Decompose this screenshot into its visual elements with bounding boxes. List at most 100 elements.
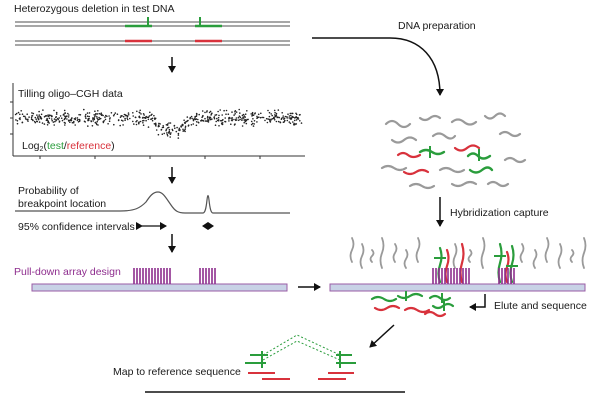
cgh-point <box>197 121 200 124</box>
cgh-point <box>251 115 253 117</box>
cgh-point <box>198 113 200 116</box>
fragment-green <box>468 166 494 174</box>
cgh-point <box>193 118 196 120</box>
cgh-point <box>280 118 283 120</box>
cgh-point <box>43 123 46 125</box>
cgh-point <box>215 120 217 123</box>
cgh-point <box>161 133 164 135</box>
cgh-point <box>219 109 221 111</box>
cgh-point <box>253 123 255 125</box>
cgh-point <box>241 119 243 121</box>
cgh-point <box>175 130 178 133</box>
cgh-point <box>251 122 254 125</box>
cgh-point <box>158 122 160 125</box>
cgh-point <box>233 124 236 126</box>
cgh-point <box>242 113 245 116</box>
cgh-point <box>300 122 303 124</box>
cgh-point <box>281 112 284 114</box>
cgh-point <box>180 126 182 128</box>
cgh-point <box>116 113 119 115</box>
cgh-point <box>221 114 223 116</box>
cgh-point <box>290 117 293 119</box>
cgh-point <box>282 115 285 117</box>
cgh-point <box>15 112 18 115</box>
label-confidence-intervals: 95% confidence intervals <box>18 221 135 233</box>
cgh-point <box>192 119 195 122</box>
cgh-point <box>211 118 213 120</box>
cgh-point <box>98 116 100 119</box>
cgh-point <box>243 121 245 124</box>
fragment-red <box>453 144 481 152</box>
cgh-point <box>97 110 99 112</box>
cgh-point <box>286 119 289 122</box>
cgh-point <box>41 122 44 124</box>
cgh-point <box>187 119 189 122</box>
cgh-point <box>55 119 57 122</box>
cgh-point <box>295 113 298 116</box>
cgh-point <box>36 120 38 123</box>
cgh-point <box>122 115 125 118</box>
cgh-point <box>218 114 220 117</box>
label-heterozygous-deletion: Heterozygous deletion in test DNA <box>14 3 175 15</box>
cgh-point <box>201 110 204 112</box>
cgh-point <box>126 118 129 121</box>
cgh-point <box>217 110 219 113</box>
cgh-point <box>185 120 188 123</box>
cgh-point <box>74 118 77 121</box>
cgh-point <box>267 109 269 112</box>
cgh-point <box>204 111 206 114</box>
cgh-point <box>28 116 30 118</box>
fragment-red <box>423 310 447 318</box>
arrow-to-mapping <box>369 324 395 348</box>
cgh-point <box>177 132 180 135</box>
cgh-point <box>24 117 27 119</box>
cgh-point <box>60 117 63 119</box>
cgh-point <box>225 109 228 112</box>
cgh-point <box>222 119 224 121</box>
cgh-point <box>298 114 301 116</box>
cgh-point <box>94 115 96 118</box>
cgh-point <box>184 121 187 123</box>
fragment-gray <box>384 119 412 129</box>
cgh-point <box>245 122 248 125</box>
cgh-point <box>217 116 220 119</box>
cgh-point <box>50 118 53 120</box>
log2-slash: / <box>63 140 67 152</box>
fragment-gray <box>390 136 418 144</box>
label-pulldown-design: Pull-down array design <box>14 266 121 278</box>
cgh-point <box>98 112 101 115</box>
cgh-point <box>269 120 271 123</box>
label-tiling-cgh: Tilling oligo–CGH data <box>18 88 123 100</box>
unbound-fragment <box>349 237 355 263</box>
cgh-point <box>20 110 23 112</box>
cgh-point <box>192 118 195 121</box>
cgh-point <box>159 123 161 125</box>
cgh-point <box>166 133 169 136</box>
cgh-point <box>166 135 169 137</box>
cgh-point <box>66 118 68 120</box>
cgh-point <box>161 126 164 129</box>
probability-curve <box>15 191 290 214</box>
array-probes-right <box>432 268 515 284</box>
cgh-point <box>293 122 295 125</box>
cgh-point <box>184 122 186 125</box>
cgh-point <box>171 129 174 132</box>
cgh-point <box>282 116 284 119</box>
cgh-point <box>138 122 140 125</box>
log2-reference: reference <box>66 140 112 152</box>
cgh-point <box>192 123 195 125</box>
cgh-point <box>65 115 68 118</box>
cgh-point <box>268 111 271 114</box>
unbound-fragment <box>452 243 458 269</box>
cgh-point <box>143 114 145 116</box>
cgh-point <box>120 115 123 117</box>
cgh-point <box>239 118 241 121</box>
cgh-point <box>153 117 156 119</box>
cgh-point <box>76 117 79 119</box>
cgh-point <box>36 114 38 116</box>
cgh-point <box>34 116 37 119</box>
cgh-point <box>176 126 178 129</box>
pulldown-array-left <box>31 268 288 292</box>
fragment-gray <box>438 166 466 174</box>
cgh-point <box>45 114 47 117</box>
